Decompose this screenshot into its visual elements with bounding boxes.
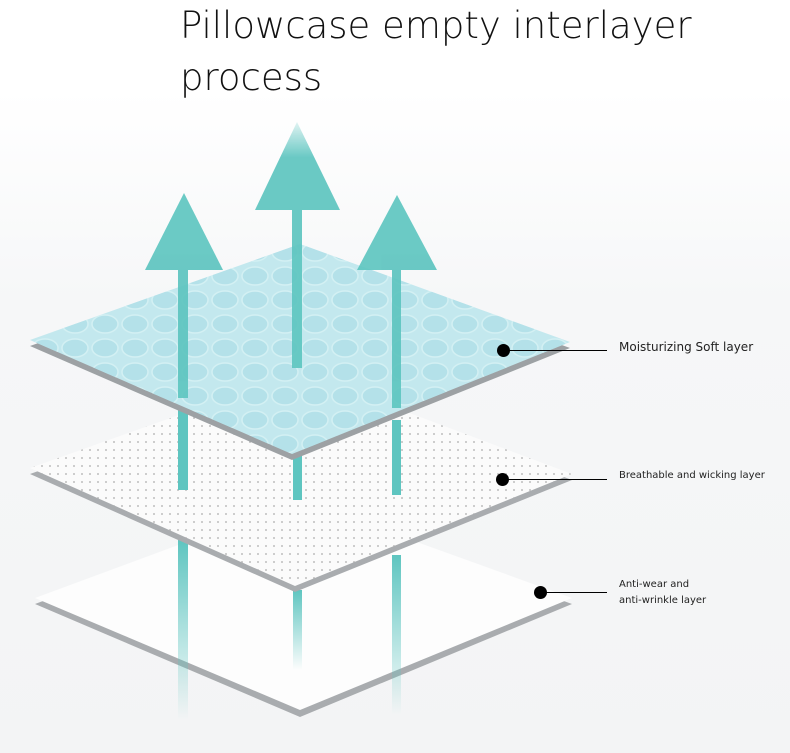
- layer-label-anti-wrinkle: Anti-wear and anti-wrinkle layer: [619, 577, 706, 609]
- callout-dot: [534, 586, 547, 599]
- callout-dot: [496, 473, 509, 486]
- arrow-shafts-lower: [178, 540, 401, 720]
- arrow-shafts-middle: [178, 400, 401, 500]
- label-line: Anti-wear and: [619, 579, 690, 590]
- anti-wrinkle-layer: [35, 500, 572, 717]
- callout-line: [505, 350, 607, 351]
- label-line: anti-wrinkle layer: [619, 595, 707, 606]
- callout-dot: [497, 344, 510, 357]
- arrow-left: [145, 193, 223, 398]
- callout-line: [504, 479, 607, 480]
- arrow-center: [255, 122, 340, 368]
- arrow-right: [357, 195, 437, 408]
- page-title: Pillowcase empty interlayer process: [180, 4, 692, 99]
- layer-label-breathable: Breathable and wicking layer: [619, 470, 765, 481]
- callout-line: [542, 592, 607, 593]
- layer-label-moisturizing: Moisturizing Soft layer: [619, 340, 754, 354]
